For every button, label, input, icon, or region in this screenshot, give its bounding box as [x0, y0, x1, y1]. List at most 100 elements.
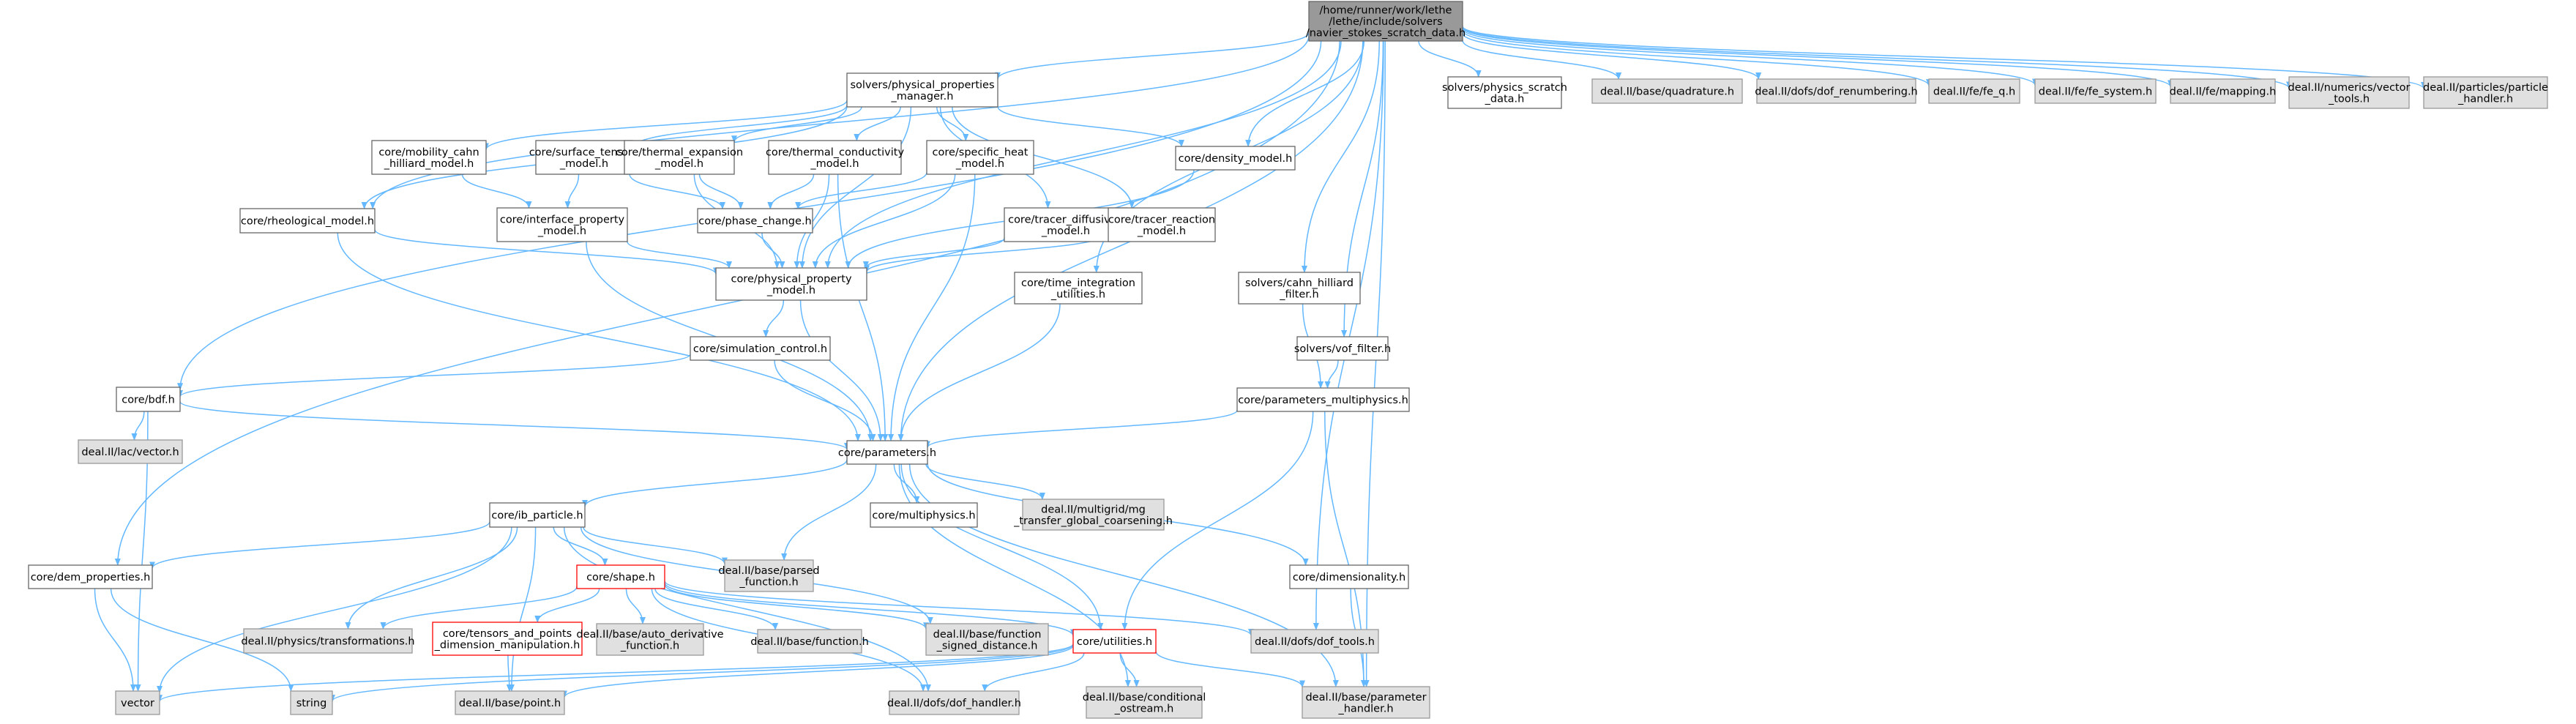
node-rheo[interactable]: core/rheological_model.h — [239, 208, 376, 234]
node-texp[interactable]: core/thermal_expansion_model.h — [616, 140, 743, 175]
edge-ppm-to-texp — [731, 106, 862, 143]
node-quad[interactable]: deal.II/base/quadrature.h — [1591, 78, 1743, 104]
node-label-line: deal.II/base/function.h — [750, 636, 869, 648]
node-ptrans[interactable]: deal.II/physics/transformations.h — [241, 628, 415, 654]
node-bph[interactable]: deal.II/base/parameter_handler.h — [1302, 686, 1430, 719]
node-cos[interactable]: deal.II/base/conditional_ostream.h — [1083, 686, 1206, 719]
edge-shape-to-fsd — [664, 583, 929, 630]
node-label-line: core/utilities.h — [1077, 636, 1152, 648]
node-box — [1296, 336, 1389, 361]
node-multi[interactable]: core/multiphysics.h — [870, 502, 978, 528]
node-shape[interactable]: core/shape.h — [576, 564, 665, 589]
node-ppm[interactable]: solvers/physical_properties_manager.h — [846, 72, 998, 108]
edge-shape-to-func — [654, 588, 779, 630]
node-label-line: core/shape.h — [586, 572, 655, 583]
node-phand[interactable]: deal.II/particles/particle_handler.h — [2423, 76, 2548, 109]
edge-ibp-to-dem — [149, 521, 490, 570]
edge-sheat-to-phase — [795, 172, 927, 209]
node-box — [925, 623, 1049, 656]
node-box — [1236, 387, 1410, 412]
node-label-line: core/phase_change.h — [698, 216, 811, 228]
node-label-line: /navier_stokes_scratch_data.h — [1306, 28, 1466, 40]
node-label-line: _filter.h — [1279, 288, 1318, 300]
node-fsd[interactable]: deal.II/base/function_signed_distance.h — [925, 623, 1049, 656]
node-label-line: core/physical_property — [731, 273, 851, 285]
node-dens[interactable]: core/density_model.h — [1175, 146, 1296, 171]
node-util[interactable]: core/utilities.h — [1072, 629, 1157, 654]
node-sheat[interactable]: core/specific_heat_model.h — [926, 140, 1034, 175]
node-surf[interactable]: core/surface_tension_model.h — [529, 140, 640, 175]
node-feq[interactable]: deal.II/fe/fe_q.h — [1928, 78, 2020, 104]
node-ibp[interactable]: core/ib_particle.h — [489, 502, 586, 528]
node-tdiff[interactable]: core/tracer_diffusivity_model.h — [1004, 207, 1128, 242]
node-label-line: core/mobility_cahn — [378, 146, 479, 158]
node-label-line: _model.h — [654, 158, 703, 170]
node-lacv[interactable]: deal.II/lac/vector.h — [78, 439, 183, 464]
edge-tdiff-to-pprop — [862, 237, 1005, 269]
node-label-line: core/bdf.h — [122, 395, 175, 406]
node-point[interactable]: deal.II/base/point.h — [455, 690, 565, 715]
node-fesys[interactable]: deal.II/fe/fe_system.h — [2034, 78, 2157, 104]
node-box — [870, 502, 978, 528]
node-root[interactable]: /home/runner/work/lethe/lethe/include/so… — [1306, 1, 1466, 42]
node-treac[interactable]: core/tracer_reaction_model.h — [1108, 207, 1216, 242]
node-label-line: _handler.h — [1337, 703, 1393, 714]
node-tcond[interactable]: core/thermal_conductivity_model.h — [766, 140, 904, 175]
node-vtools[interactable]: deal.II/numerics/vector_tools.h — [2288, 76, 2411, 109]
node-nssd[interactable]: solvers/physics_scratch_data.h — [1442, 76, 1567, 109]
edge-simc-to-bdf — [177, 354, 691, 398]
node-dem[interactable]: core/dem_properties.h — [28, 564, 153, 589]
node-box — [1447, 76, 1562, 109]
node-label-line: _model.h — [537, 225, 586, 237]
node-mg[interactable]: deal.II/multigrid/mg_transfer_global_coa… — [1013, 499, 1173, 531]
node-label-line: core/multiphysics.h — [872, 510, 975, 522]
edge-root-to-chf — [1301, 40, 1381, 273]
edge-pprop-to-simc — [763, 299, 785, 337]
node-label-line: _ostream.h — [1114, 703, 1174, 714]
node-box — [724, 559, 814, 592]
node-phase[interactable]: core/phase_change.h — [697, 208, 813, 234]
node-dofh[interactable]: deal.II/dofs/dof_handler.h — [887, 690, 1021, 715]
node-params[interactable]: core/parameters.h — [838, 440, 936, 465]
edge-util-to-bph — [1155, 651, 1305, 688]
node-iprop[interactable]: core/interface_property_model.h — [496, 207, 628, 242]
node-label-line: core/density_model.h — [1179, 153, 1293, 165]
node-tpd[interactable]: core/tensors_and_points_dimension_manipu… — [432, 622, 583, 656]
node-simc[interactable]: core/simulation_control.h — [690, 336, 831, 361]
node-chf[interactable]: solvers/cahn_hilliard_filter.h — [1238, 272, 1361, 305]
node-vector[interactable]: vector — [115, 690, 160, 715]
node-label-line: deal.II/multigrid/mg — [1041, 504, 1146, 515]
node-label-line: core/parameters_multiphysics.h — [1238, 395, 1408, 406]
edge-root-to-quad — [1462, 40, 1621, 80]
edge-pmulti-to-util — [1121, 411, 1314, 630]
node-dim[interactable]: core/dimensionality.h — [1289, 564, 1409, 589]
node-vof[interactable]: solvers/vof_filter.h — [1294, 336, 1391, 361]
node-pmulti[interactable]: core/parameters_multiphysics.h — [1236, 387, 1410, 412]
node-label-line: core/thermal_expansion — [616, 146, 743, 158]
node-mob[interactable]: core/mobility_cahn_hilliard_model.h — [371, 140, 487, 175]
edge-shape-to-util — [664, 582, 1076, 637]
edge-rheo-to-params — [337, 232, 861, 441]
node-label-line: deal.II/dofs/dof_tools.h — [1255, 636, 1375, 648]
node-pfunc[interactable]: deal.II/base/parsed_function.h — [718, 559, 820, 592]
node-box — [115, 690, 160, 715]
node-tint[interactable]: core/time_integration_utilities.h — [1014, 272, 1143, 305]
node-bdf[interactable]: core/bdf.h — [116, 387, 181, 412]
edge-sheat-to-params — [888, 173, 976, 441]
edge-shape-to-tpd — [534, 588, 600, 623]
node-pprop[interactable]: core/physical_property_model.h — [715, 267, 867, 301]
node-label-line: _signed_distance.h — [936, 640, 1038, 652]
edge-ppm-to-mob — [483, 100, 848, 151]
edge-ibp-to-dofh — [563, 526, 931, 692]
node-label-line: deal.II/particles/particle — [2423, 82, 2548, 94]
node-autod[interactable]: deal.II/base/auto_derivative_function.h — [576, 623, 724, 656]
node-string[interactable]: string — [290, 690, 333, 715]
node-map[interactable]: deal.II/fe/mapping.h — [2170, 78, 2277, 104]
edge-root-to-vtools — [1462, 26, 2292, 89]
node-box — [926, 140, 1034, 175]
node-box — [2034, 78, 2157, 104]
edge-mob-to-iprop — [461, 173, 532, 209]
node-func[interactable]: deal.II/base/function.h — [750, 629, 869, 654]
node-doft[interactable]: deal.II/dofs/dof_tools.h — [1250, 629, 1379, 654]
node-dofren[interactable]: deal.II/dofs/dof_renumbering.h — [1755, 78, 1918, 104]
